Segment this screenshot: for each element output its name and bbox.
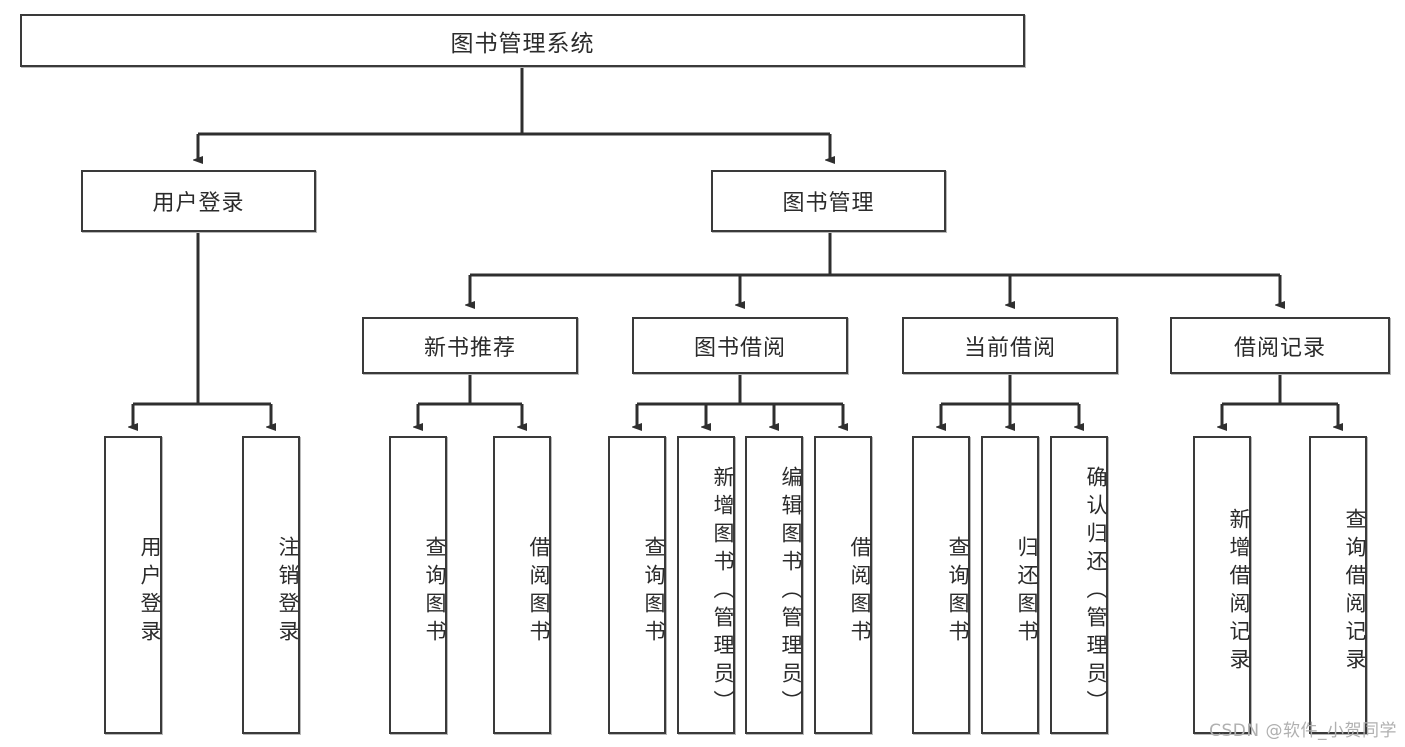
leaf-query-book-3[interactable]: 查询图书 — [912, 436, 970, 734]
node-label: 用户登录 — [138, 536, 162, 648]
leaf-borrow-book-2[interactable]: 借阅图书 — [814, 436, 872, 734]
node-label: 归还图书 — [1015, 536, 1039, 648]
leaf-borrow-book-1[interactable]: 借阅图书 — [493, 436, 551, 734]
node-label: 查询借阅记录 — [1343, 508, 1367, 676]
node-label: 编辑图书（管理员） — [779, 466, 803, 718]
node-label: 借阅图书 — [527, 536, 551, 648]
node-label: 查询图书 — [946, 536, 970, 648]
leaf-add-record[interactable]: 新增借阅记录 — [1193, 436, 1251, 734]
node-book-management[interactable]: 图书管理 — [711, 170, 946, 232]
node-book-borrow[interactable]: 图书借阅 — [632, 317, 848, 374]
node-user-login[interactable]: 用户登录 — [81, 170, 316, 232]
leaf-confirm-return[interactable]: 确认归还（管理员） — [1050, 436, 1108, 734]
leaf-add-book[interactable]: 新增图书（管理员） — [677, 436, 735, 734]
leaf-logout-login[interactable]: 注销登录 — [242, 436, 300, 734]
node-label: 借阅图书 — [848, 536, 872, 648]
node-label: 图书借阅 — [693, 335, 786, 361]
node-book-management-system[interactable]: 图书管理系统 — [20, 14, 1025, 67]
node-label: 当前借阅 — [963, 335, 1056, 361]
node-label: 新增图书（管理员） — [711, 466, 735, 718]
leaf-user-login[interactable]: 用户登录 — [104, 436, 162, 734]
node-new-book-recommend[interactable]: 新书推荐 — [362, 317, 578, 374]
node-label: 查询图书 — [642, 536, 666, 648]
leaf-edit-book[interactable]: 编辑图书（管理员） — [745, 436, 803, 734]
node-label: 借阅记录 — [1233, 335, 1326, 361]
csdn-watermark: CSDN @软件_小贺同学 — [1209, 721, 1397, 741]
node-borrow-record[interactable]: 借阅记录 — [1170, 317, 1390, 374]
node-label: 确认归还（管理员） — [1084, 466, 1108, 718]
node-label: 新书推荐 — [423, 335, 516, 361]
leaf-query-book-1[interactable]: 查询图书 — [389, 436, 447, 734]
node-label: 注销登录 — [276, 536, 300, 648]
node-label: 图书管理 — [782, 191, 875, 216]
node-current-borrow[interactable]: 当前借阅 — [902, 317, 1118, 374]
leaf-query-record[interactable]: 查询借阅记录 — [1309, 436, 1367, 734]
node-label: 用户登录 — [152, 191, 245, 216]
node-label: 查询图书 — [423, 536, 447, 648]
node-label: 新增借阅记录 — [1227, 508, 1251, 676]
leaf-return-book[interactable]: 归还图书 — [981, 436, 1039, 734]
node-label: 图书管理系统 — [450, 30, 595, 57]
leaf-query-book-2[interactable]: 查询图书 — [608, 436, 666, 734]
